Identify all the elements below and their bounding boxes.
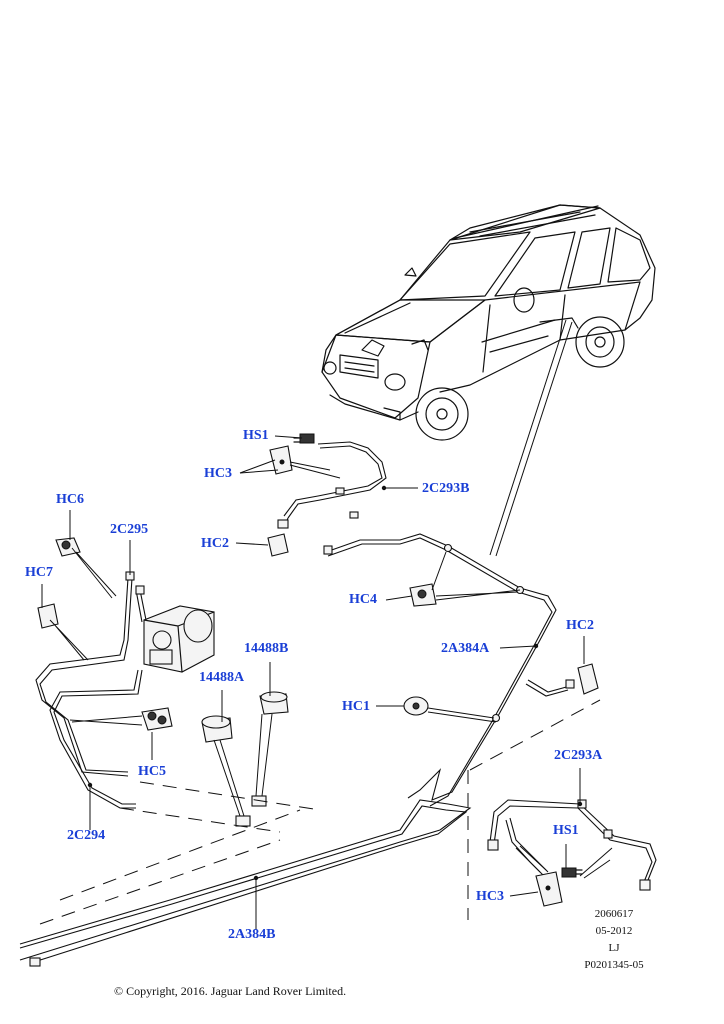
callout-hc3-top[interactable]: HC3 <box>204 466 232 481</box>
callout-hs1-top[interactable]: HS1 <box>243 428 269 443</box>
callout-hc2-top[interactable]: HC2 <box>201 536 229 551</box>
vehicle-illustration <box>321 204 656 557</box>
callout-hc6[interactable]: HC6 <box>56 492 84 507</box>
central-brake-lines <box>323 533 599 807</box>
callout-2c293b[interactable]: 2C293B <box>422 481 470 496</box>
callout-2c294[interactable]: 2C294 <box>67 828 106 843</box>
rear-brake-line <box>19 699 601 967</box>
ref-initials: LJ <box>608 942 620 954</box>
reference-block: 2060617 05-2012 LJ P0201345-05 <box>574 906 654 974</box>
callout-14488a[interactable]: 14488A <box>199 670 245 685</box>
callout-hc1[interactable]: HC1 <box>342 699 370 714</box>
callout-2c293a[interactable]: 2C293A <box>554 748 603 763</box>
callout-14488b[interactable]: 14488B <box>244 641 289 656</box>
copyright-notice: © Copyright, 2016. Jaguar Land Rover Lim… <box>114 984 347 998</box>
ref-date: 05-2012 <box>595 925 633 937</box>
plate-id: P0201345-05 <box>584 959 644 971</box>
left-brake-pipes <box>35 510 173 830</box>
callout-2c295[interactable]: 2C295 <box>110 522 149 537</box>
callout-hc5[interactable]: HC5 <box>138 764 166 779</box>
fittings <box>201 662 289 827</box>
ref-number: 2060617 <box>594 908 634 920</box>
abs-module <box>143 605 215 673</box>
hose-assembly-top <box>235 433 418 557</box>
callout-hc3-bottom[interactable]: HC3 <box>476 889 504 904</box>
callout-hc4[interactable]: HC4 <box>349 592 377 607</box>
callout-2a384b[interactable]: 2A384B <box>228 927 276 942</box>
callout-hc2-right[interactable]: HC2 <box>566 618 594 633</box>
callout-hc7[interactable]: HC7 <box>25 565 53 580</box>
callout-2a384a[interactable]: 2A384A <box>441 641 490 656</box>
callout-hs1-bottom[interactable]: HS1 <box>553 823 579 838</box>
hose-assembly-bottom <box>487 768 657 907</box>
